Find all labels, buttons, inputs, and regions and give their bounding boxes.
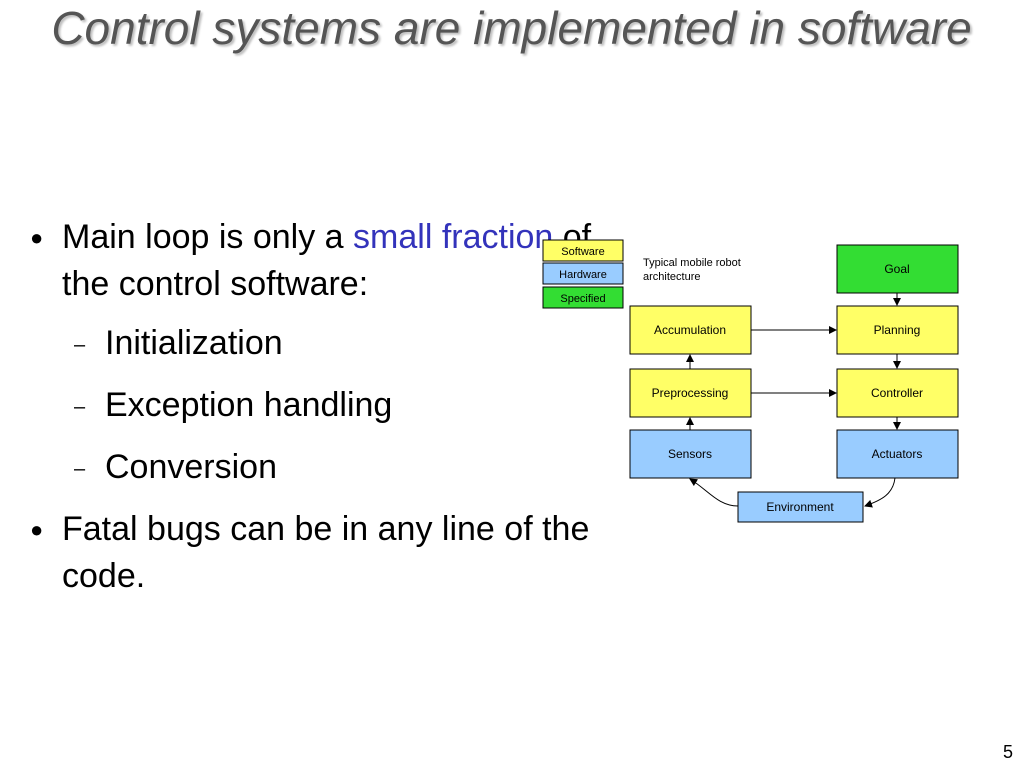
node-accumulation-label: Accumulation bbox=[654, 323, 726, 337]
dash-icon: – bbox=[74, 396, 86, 418]
diagram-caption: Typical mobile robot bbox=[643, 257, 741, 269]
legend-hardware-box bbox=[542, 262, 624, 285]
slide-number: 5 bbox=[1002, 742, 1013, 762]
legend-specified-box bbox=[542, 286, 624, 309]
node-planning-label: Planning bbox=[874, 323, 921, 337]
node-controller bbox=[836, 368, 959, 418]
diagram-caption: architecture bbox=[643, 271, 700, 283]
node-accumulation bbox=[629, 305, 752, 355]
sub-bullet-text: Conversion bbox=[105, 448, 277, 486]
node-sensors bbox=[629, 429, 752, 479]
bullet-text: Main loop is only a bbox=[62, 218, 354, 256]
dash-icon: – bbox=[74, 334, 86, 356]
bullet-dot-icon: ● bbox=[30, 225, 44, 250]
bullet-text: Fatal bugs can be in any line of the cod… bbox=[62, 510, 590, 595]
node-actuators-label: Actuators bbox=[872, 447, 923, 461]
sub-bullet-text: Initialization bbox=[105, 324, 283, 362]
highlight-text: small fraction bbox=[353, 218, 554, 256]
sub-bullet-exception-handling: – Exception handling bbox=[28, 382, 608, 429]
legend-hardware-label: Hardware bbox=[559, 269, 607, 281]
node-actuators bbox=[836, 429, 959, 479]
node-goal bbox=[836, 244, 959, 294]
node-environment bbox=[737, 491, 864, 523]
bullet-fatal-bugs: ● Fatal bugs can be in any line of the c… bbox=[28, 506, 608, 600]
node-preprocessing-label: Preprocessing bbox=[652, 386, 729, 400]
node-controller-label: Controller bbox=[871, 386, 923, 400]
legend-specified-label: Specified bbox=[560, 293, 605, 305]
bullet-dot-icon: ● bbox=[30, 517, 44, 542]
sub-bullet-initialization: – Initialization bbox=[28, 320, 608, 367]
sub-bullet-conversion: – Conversion bbox=[28, 444, 608, 491]
sub-bullet-text: Exception handling bbox=[105, 386, 393, 424]
legend: Software Hardware Specified bbox=[542, 239, 624, 309]
dash-icon: – bbox=[74, 458, 86, 480]
node-environment-label: Environment bbox=[766, 500, 834, 514]
arrow-environment-sensors bbox=[689, 478, 739, 507]
legend-software-box bbox=[542, 239, 624, 262]
arrow-actuators-environment bbox=[864, 477, 896, 508]
slide-title: Control systems are implemented in softw… bbox=[51, 2, 972, 54]
node-sensors-label: Sensors bbox=[668, 447, 712, 461]
legend-software-label: Software bbox=[561, 246, 604, 258]
node-goal-label: Goal bbox=[884, 262, 909, 276]
